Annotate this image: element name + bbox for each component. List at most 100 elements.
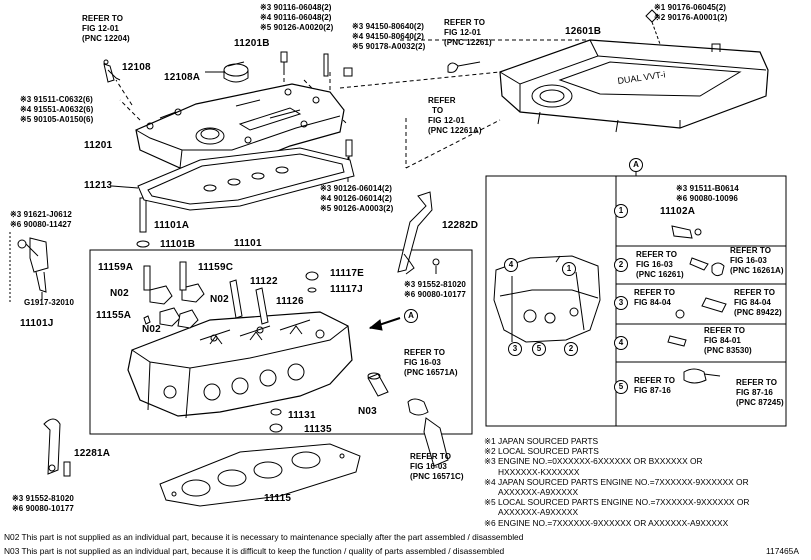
- detail-callout-4: 4: [504, 258, 518, 272]
- label-n02-c: N02: [142, 324, 161, 335]
- label-n02-a: N02: [110, 288, 129, 299]
- refer-16571c-line-1: REFER TO: [410, 452, 452, 461]
- bolt-91621-j0612: ※3 91621-J0612: [10, 210, 72, 219]
- row-2-refer-right: REFER TO FIG 16-03 (PNC 16261A): [730, 246, 784, 276]
- head-cover-gasket-drawing: [111, 147, 355, 211]
- part-11201b: 11201B: [234, 38, 270, 49]
- washer-group-line-1: ※3 90116-06048(2): [260, 3, 332, 12]
- detail-callout-1: 1: [562, 262, 576, 276]
- part-11115: 11115: [264, 493, 292, 504]
- row-3-left-line-2: FIG 84-04: [634, 298, 671, 307]
- refer-16571c-line-2: FIG 16-03: [410, 462, 447, 471]
- row-1-line-1: ※3 91511-B0614: [676, 184, 739, 193]
- bolt-90080-10177-a: ※6 90080-10177: [404, 290, 466, 299]
- row-3-right-line-3: (PNC 89422): [734, 308, 782, 317]
- bolt-91552-81020-a: ※3 91552-81020: [404, 280, 466, 289]
- part-11101b: 11101B: [160, 239, 196, 250]
- part-11101a: 11101A: [154, 220, 190, 231]
- bolt-90080-11427: ※6 90080-11427: [10, 220, 72, 229]
- bolt-group-left-line-1: ※3 91511-C0632(6): [20, 95, 93, 104]
- row-5-refer-right: REFER TO FIG 87-16 (PNC 87245): [736, 378, 784, 408]
- legend-line-4: HXXXXXX-KXXXXXX: [498, 466, 580, 477]
- legend-line-3: ※3 ENGINE NO.=0XXXXXX-6XXXXXX OR BXXXXXX…: [484, 456, 703, 467]
- nut-group-line-1: ※3 94150-80640(2): [352, 22, 425, 31]
- nut-group-line-2: ※4 94150-80640(2): [352, 32, 425, 41]
- row-1-line-2: ※6 90080-10096: [676, 194, 738, 203]
- label-n03: N03: [358, 406, 377, 417]
- washer-group-top: ※3 90116-06048(2) ※4 90116-06048(2) ※5 9…: [260, 3, 333, 33]
- bolt-group-left-line-3: ※5 90105-A0150(6): [20, 115, 94, 124]
- nut-group-line-3: ※5 90178-A0032(2): [352, 42, 426, 51]
- part-11101j: 11101J: [20, 318, 54, 329]
- refer-line-1: REFER TO: [82, 14, 124, 23]
- part-12601b: 12601B: [565, 26, 602, 37]
- part-11213: 11213: [84, 180, 113, 191]
- row-4-right-line-1: REFER TO: [704, 326, 746, 335]
- part-11117e: 11117E: [330, 268, 365, 279]
- detail-callout-5: 5: [532, 342, 546, 356]
- row-2-left-line-1: REFER TO: [636, 250, 678, 259]
- row-5-right-line-2: FIG 87-16: [736, 388, 773, 397]
- detail-engine-drawing: [493, 255, 601, 343]
- sensor-top-left-drawing: [103, 59, 121, 83]
- row-5-right-line-1: REFER TO: [736, 378, 778, 387]
- row-4-number: 4: [614, 336, 628, 350]
- row-4-right-line-2: FIG 84-01: [704, 336, 741, 345]
- row-3-refer-left: REFER TO FIG 84-04: [634, 288, 675, 308]
- sleeve-pipe-drawing: [269, 372, 449, 467]
- row-3-number: 3: [614, 296, 628, 310]
- figure-id: 117465A: [766, 546, 799, 556]
- cylinder-head-drawing: [127, 311, 353, 419]
- cover-screw-line-2: ※2 90176-A0001(2): [654, 13, 728, 22]
- footer-n02-note: N02 This part is not supplied as an indi…: [4, 532, 524, 542]
- detail-a-marker: A: [629, 158, 643, 172]
- bracket-12282d-drawing: [397, 191, 440, 275]
- part-11102a: 11102A: [660, 206, 696, 217]
- nut-group-top: ※3 94150-80640(2) ※4 94150-80640(2) ※5 9…: [352, 22, 425, 52]
- part-11122: 11122: [250, 276, 278, 287]
- ocv-valve-drawing: [9, 232, 49, 304]
- cam-caps-drawing: [143, 261, 319, 329]
- row-3-left-line-1: REFER TO: [634, 288, 676, 297]
- cover-screw-line-1: ※1 90176-06045(2): [654, 3, 727, 12]
- refer-16571a-line-1: REFER TO: [404, 348, 446, 357]
- part-12282d: 12282D: [442, 220, 479, 231]
- part-12281a: 12281A: [74, 448, 111, 459]
- part-11101: 11101: [234, 238, 262, 249]
- row-5-right-line-3: (PNC 87245): [736, 398, 784, 407]
- stud-group-line-2: ※4 90126-06014(2): [320, 194, 393, 203]
- part-11159c: 11159C: [198, 262, 234, 273]
- refer-mid-line-3: (PNC 12261): [444, 38, 492, 47]
- row-5-left-line-1: REFER TO: [634, 376, 676, 385]
- refer-fig-12-01-pnc-12261: REFER TO FIG 12-01 (PNC 12261): [444, 18, 492, 48]
- refer-right-line-2: TO: [432, 106, 444, 115]
- view-a-marker: A: [404, 309, 418, 323]
- part-11159a: 11159A: [98, 262, 134, 273]
- bolt-group-left: ※3 91511-C0632(6) ※4 91551-A0632(6) ※5 9…: [20, 95, 93, 125]
- row-2-refer-left: REFER TO FIG 16-03 (PNC 16261): [636, 250, 684, 280]
- part-g1917-32010: G1917-32010: [24, 298, 75, 307]
- row-4-refer-right: REFER TO FIG 84-01 (PNC 83530): [704, 326, 752, 356]
- label-n02-b: N02: [210, 294, 229, 305]
- row-2-right-line-3: (PNC 16261A): [730, 266, 784, 275]
- head-cover-drawing: [135, 83, 345, 171]
- legend-notes: ※1 JAPAN SOURCED PARTS ※2 LOCAL SOURCED …: [484, 436, 749, 528]
- legend-line-6: AXXXXXX-A9XXXXX: [498, 487, 579, 498]
- stud-group-line-1: ※3 90126-06014(2): [320, 184, 393, 193]
- refer-16571c-line-3: (PNC 16571C): [410, 472, 464, 481]
- refer-fig-16-03-pnc-16571a: REFER TO FIG 16-03 (PNC 16571A): [404, 348, 458, 378]
- row-3-right-line-1: REFER TO: [734, 288, 776, 297]
- legend-line-5: ※4 JAPAN SOURCED PARTS ENGINE NO.=7XXXXX…: [484, 476, 749, 487]
- refer-mid-line-1: REFER TO: [444, 18, 486, 27]
- refer-right-line-3: FIG 12-01: [428, 116, 465, 125]
- legend-line-1: ※1 JAPAN SOURCED PARTS: [484, 436, 599, 446]
- row-2-left-line-3: (PNC 16261): [636, 270, 684, 279]
- detail-callout-3: 3: [508, 342, 522, 356]
- row-2-left-line-2: FIG 16-03: [636, 260, 673, 269]
- row-4-right-line-3: (PNC 83530): [704, 346, 752, 355]
- legend-line-8: AXXXXXX-A9XXXXX: [498, 507, 579, 518]
- detail-callout-2: 2: [564, 342, 578, 356]
- detail-row-parts-drawing: [667, 225, 727, 384]
